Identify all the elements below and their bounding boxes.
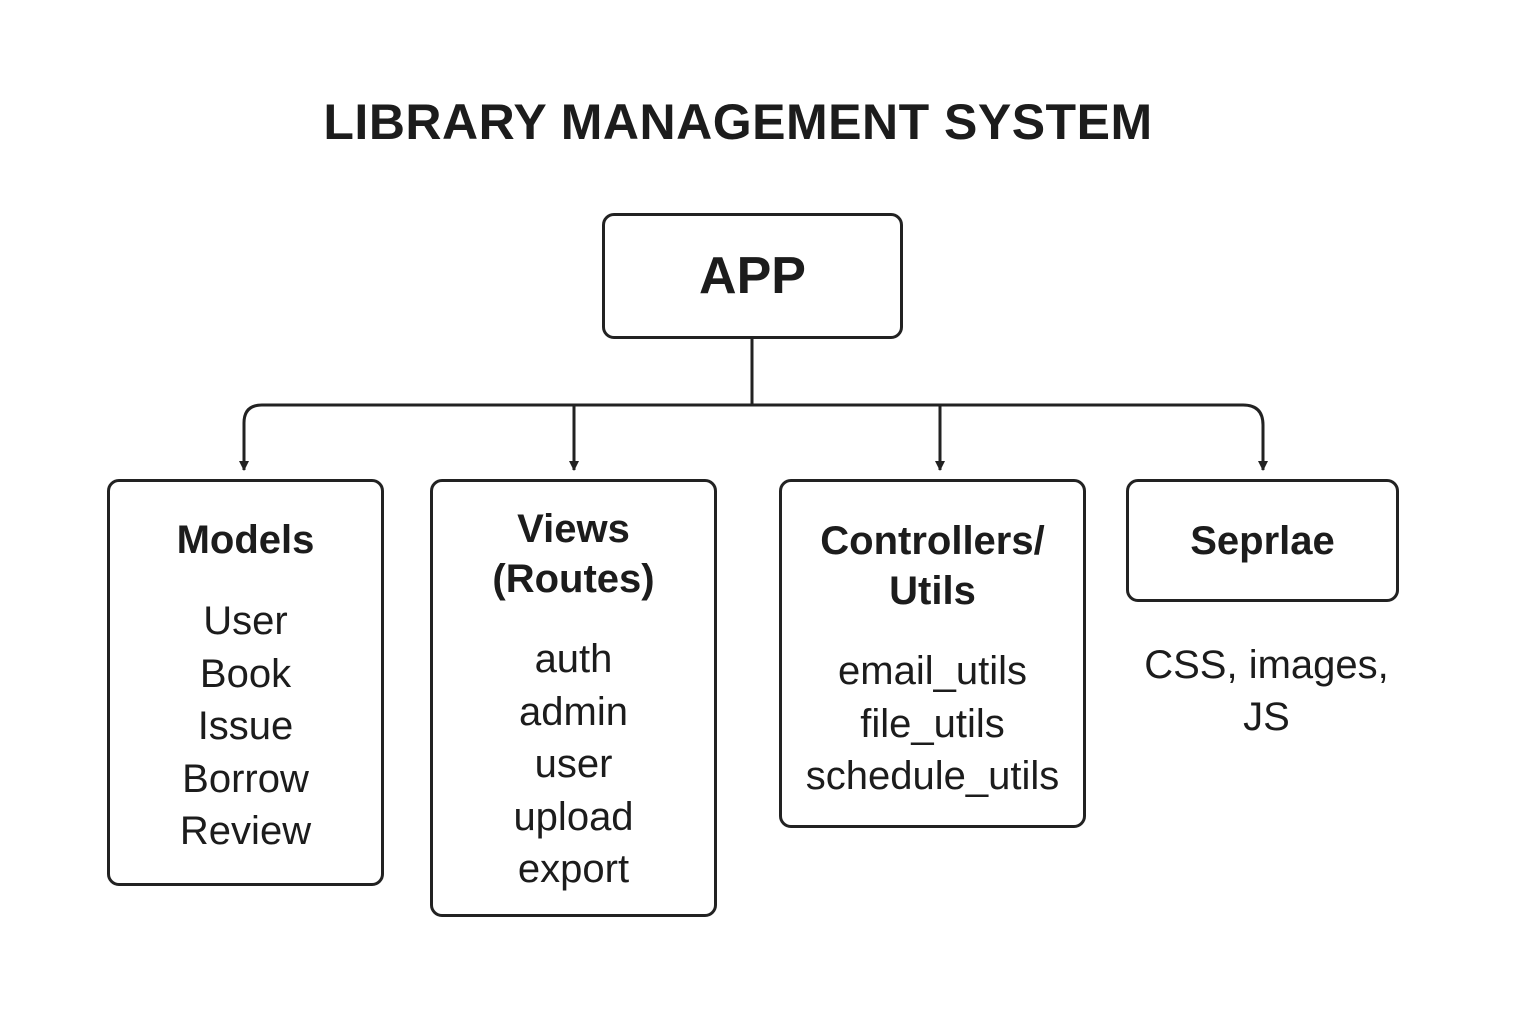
static-description-line: JS <box>1243 695 1290 739</box>
models-item: Book <box>199 651 292 696</box>
app-node-label: APP <box>699 247 806 305</box>
views-heading: Views (Routes) <box>433 504 714 604</box>
models-item-list: User Book Issue Borrow Review <box>110 595 381 858</box>
views-node: Views (Routes) auth admin user upload ex… <box>430 479 717 917</box>
models-item: Review <box>179 809 312 853</box>
models-item: Issue <box>197 704 294 748</box>
controllers-item: file_utils <box>860 701 1005 746</box>
views-item: user <box>534 742 613 786</box>
app-node: APP <box>602 213 903 339</box>
views-item: admin <box>519 689 628 734</box>
views-item: auth <box>534 637 613 681</box>
models-item: User <box>203 599 288 643</box>
models-node: Models User Book Issue Borrow Review <box>107 479 384 886</box>
controllers-item-list: email_utils file_utils schedule_utils <box>782 645 1083 803</box>
branch-models <box>239 403 263 471</box>
views-item-list: auth admin user upload export <box>433 633 714 896</box>
static-node: Seprlae <box>1126 479 1399 602</box>
controllers-node: Controllers/ Utils email_utils file_util… <box>779 479 1086 828</box>
controllers-item: email_utils <box>838 649 1027 693</box>
views-item: export <box>517 847 630 891</box>
controllers-heading-line: Controllers/ <box>820 519 1045 563</box>
static-description: CSS, images, JS <box>1126 639 1407 743</box>
static-description-line: CSS, images, <box>1144 643 1389 687</box>
controllers-heading: Controllers/ Utils <box>782 516 1083 616</box>
controllers-item: schedule_utils <box>805 754 1060 798</box>
controllers-heading-line: Utils <box>889 569 976 613</box>
static-heading: Seprlae <box>1190 516 1335 566</box>
models-heading: Models <box>110 515 381 565</box>
models-heading-line: Models <box>176 518 315 562</box>
models-item: Borrow <box>182 756 309 801</box>
diagram-title: LIBRARY MANAGEMENT SYSTEM <box>323 94 1153 150</box>
views-item: upload <box>513 794 634 839</box>
branch-static <box>1242 403 1268 471</box>
static-heading-line: Seprlae <box>1190 518 1335 563</box>
views-heading-line: (Routes) <box>492 557 655 601</box>
views-heading-line: Views <box>517 507 630 551</box>
